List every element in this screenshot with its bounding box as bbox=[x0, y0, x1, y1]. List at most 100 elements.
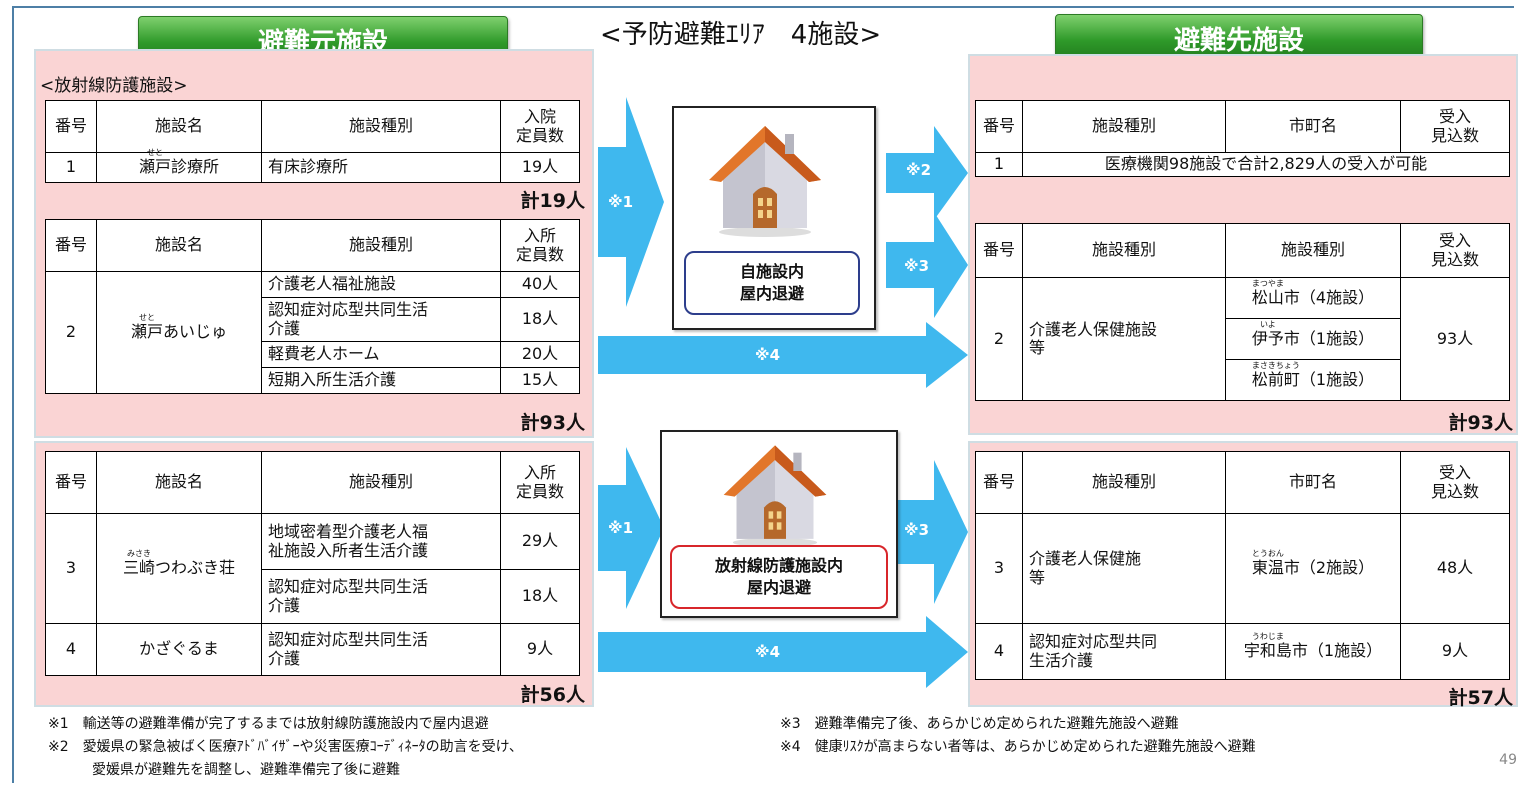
col-header-municipality: 市町名 bbox=[1225, 451, 1401, 514]
col-header-facility-type: 施設種別 bbox=[1022, 223, 1226, 278]
col-header-facility-type: 施設種別 bbox=[261, 100, 501, 153]
facility-name: かざぐるま bbox=[96, 623, 262, 676]
col-header-municipality: 市町名 bbox=[1225, 100, 1401, 153]
table-row: 短期入所生活介護 15人 bbox=[46, 367, 580, 394]
col-header-capacity: 入所 定員数 bbox=[500, 451, 580, 514]
facility-type: 認知症対応型共同生活 介護 bbox=[261, 623, 501, 676]
table-row: 認知症対応型共同生活 介護 18人 bbox=[46, 569, 580, 624]
facility-name: せと瀬戸あいじゅ bbox=[96, 271, 262, 394]
arrow-label-note4-top: ※4 bbox=[755, 346, 781, 364]
note-2-line1: ※2 愛媛県の緊急被ばく医療ｱﾄﾞﾊﾞｲｻﾞｰや災害医療ｺｰﾃﾞｨﾈｰﾀの助言を… bbox=[48, 739, 523, 755]
table-row: 1 せと瀬戸診療所 有床診療所 19人 bbox=[45, 149, 580, 183]
facility-type: 認知症対応型共同生活 介護 bbox=[261, 297, 501, 342]
destination-table-1: 番号 施設種別 市町名 受入 見込数 1 医療機関98施設で合計2,829人の受… bbox=[975, 100, 1510, 177]
table-row: 3 みさき三崎つわぶき荘 地域密着型介護老人福 祉施設入所者生活介護 29人 bbox=[45, 513, 580, 624]
table-row: 3 介護老人保健施 等 とうおん東温市（2施設） 48人 bbox=[975, 513, 1510, 624]
col-header-number: 番号 bbox=[45, 451, 97, 514]
total-label: 計19人 bbox=[520, 190, 585, 212]
facility-type: 介護老人保健施 等 bbox=[1022, 513, 1226, 624]
col-header-facility-name: 施設名 bbox=[96, 219, 262, 272]
diagram-title: <予防避難ｴﾘｱ 4施設> bbox=[600, 20, 882, 50]
acceptance-count: 9人 bbox=[1400, 623, 1510, 680]
page-number: 49 bbox=[1499, 752, 1517, 768]
arrow-label-note4-bottom: ※4 bbox=[755, 643, 781, 661]
facility-type: 介護老人保健施設 等 bbox=[1022, 277, 1226, 401]
arrow-note4-top bbox=[598, 322, 968, 388]
table-row: 4 認知症対応型共同 生活介護 うわじま宇和島市（1施設） 9人 bbox=[975, 623, 1510, 680]
facility-type: 短期入所生活介護 bbox=[261, 367, 501, 394]
arrow-note2 bbox=[886, 126, 968, 220]
col-header-facility-type: 施設種別 bbox=[1022, 451, 1226, 514]
capacity: 18人 bbox=[500, 297, 580, 342]
facility-name: せと瀬戸診療所 bbox=[96, 149, 262, 183]
row-number: 2 bbox=[975, 277, 1023, 401]
table-row: いよ伊予市（1施設） bbox=[976, 318, 1510, 360]
table-row: 2 せと瀬戸あいじゅ 介護老人福祉施設 40人 bbox=[45, 271, 580, 394]
col-header-capacity: 入所 定員数 bbox=[500, 219, 580, 272]
capacity: 20人 bbox=[500, 341, 580, 368]
row-number: 4 bbox=[975, 623, 1023, 680]
destination-table-2: 番号 施設種別 施設種別 受入 見込数 2 介護老人保健施設 等 まつやま松山市… bbox=[975, 223, 1510, 401]
facility-name: みさき三崎つわぶき荘 bbox=[96, 513, 262, 624]
total-label: 計93人 bbox=[1448, 412, 1513, 434]
house-icon bbox=[709, 126, 821, 237]
municipality: とうおん東温市（2施設） bbox=[1225, 513, 1401, 624]
row-number: 1 bbox=[975, 152, 1023, 177]
arrow-label-note1-bottom: ※1 bbox=[608, 519, 634, 537]
acceptance-count: 48人 bbox=[1400, 513, 1510, 624]
col-header-number: 番号 bbox=[975, 451, 1023, 514]
capacity: 18人 bbox=[500, 569, 580, 624]
capacity: 40人 bbox=[500, 271, 580, 298]
arrow-label-note1: ※1 bbox=[608, 193, 634, 211]
shelter-label-radiation-facility: 放射線防護施設内 屋内退避 bbox=[670, 545, 888, 609]
source-table-3: 番号 施設名 施設種別 入所 定員数 3 みさき三崎つわぶき荘 地域密着型介護老… bbox=[45, 451, 580, 676]
house-icon bbox=[723, 445, 827, 548]
table-row: 認知症対応型共同生活 介護 18人 bbox=[46, 297, 580, 342]
col-header-facility-type-2: 施設種別 bbox=[1225, 223, 1401, 278]
slide-frame bbox=[12, 6, 1514, 783]
arrow-note4-bottom bbox=[598, 616, 968, 688]
arrow-note3-top bbox=[886, 212, 968, 318]
col-header-facility-name: 施設名 bbox=[96, 451, 262, 514]
facility-type: 軽費老人ホーム bbox=[261, 341, 501, 368]
table-row: 4 かざぐるま 認知症対応型共同生活 介護 9人 bbox=[45, 623, 580, 676]
col-header-number: 番号 bbox=[975, 223, 1023, 278]
source-table-1: 番号 施設名 施設種別 入院 定員数 1 せと瀬戸診療所 有床診療所 19人 bbox=[45, 100, 580, 183]
municipality: いよ伊予市（1施設） bbox=[1225, 318, 1401, 360]
arrow-label-note3-top: ※3 bbox=[904, 257, 930, 275]
row-number: 3 bbox=[975, 513, 1023, 624]
arrow-label-note3-bottom: ※3 bbox=[904, 521, 930, 539]
col-header-capacity: 入院 定員数 bbox=[500, 100, 580, 153]
note-2-line2: 愛媛県が避難先を調整し、避難準備完了後に避難 bbox=[92, 762, 400, 778]
arrow-note3-bottom bbox=[886, 460, 968, 604]
table-row: 軽費老人ホーム 20人 bbox=[46, 341, 580, 368]
facility-type: 有床診療所 bbox=[261, 152, 501, 183]
table-row: 1 医療機関98施設で合計2,829人の受入が可能 bbox=[975, 152, 1510, 177]
destination-table-3: 番号 施設種別 市町名 受入 見込数 3 介護老人保健施 等 とうおん東温市（2… bbox=[975, 451, 1510, 680]
acceptance-count: 93人 bbox=[1400, 277, 1510, 401]
capacity: 15人 bbox=[500, 367, 580, 394]
col-header-acceptance: 受入 見込数 bbox=[1400, 451, 1510, 514]
facility-type: 認知症対応型共同生活 介護 bbox=[261, 569, 501, 624]
municipality: うわじま宇和島市（1施設） bbox=[1225, 623, 1401, 680]
arrow-to-shelter-bottom bbox=[598, 447, 664, 609]
arrow-label-note2: ※2 bbox=[906, 161, 932, 179]
col-header-number: 番号 bbox=[975, 100, 1023, 153]
arrow-to-shelter-top bbox=[598, 97, 664, 307]
col-header-facility-type: 施設種別 bbox=[1022, 100, 1226, 153]
row-number: 1 bbox=[45, 152, 97, 183]
table-row: 2 介護老人保健施設 等 まつやま松山市（4施設） 93人 bbox=[975, 277, 1510, 401]
note-4: ※4 健康ﾘｽｸが高まらない者等は、あらかじめ定められた避難先施設へ避難 bbox=[780, 739, 1256, 755]
table-row: まさきちょう松前町（1施設） bbox=[976, 359, 1510, 401]
row-number: 2 bbox=[45, 271, 97, 394]
col-header-number: 番号 bbox=[45, 219, 97, 272]
total-label: 計57人 bbox=[1448, 687, 1513, 709]
source-table-2: 番号 施設名 施設種別 入所 定員数 2 せと瀬戸あいじゅ 介護老人福祉施設 4… bbox=[45, 219, 580, 394]
total-label: 計56人 bbox=[520, 684, 585, 706]
facility-type: 認知症対応型共同 生活介護 bbox=[1022, 623, 1226, 680]
section-label-radiation-facilities: <放射線防護施設> bbox=[40, 76, 188, 96]
note-1: ※1 輸送等の避難準備が完了するまでは放射線防護施設内で屋内退避 bbox=[48, 716, 489, 732]
col-header-facility-name: 施設名 bbox=[96, 100, 262, 153]
capacity: 9人 bbox=[500, 623, 580, 676]
col-header-acceptance: 受入 見込数 bbox=[1400, 100, 1510, 153]
